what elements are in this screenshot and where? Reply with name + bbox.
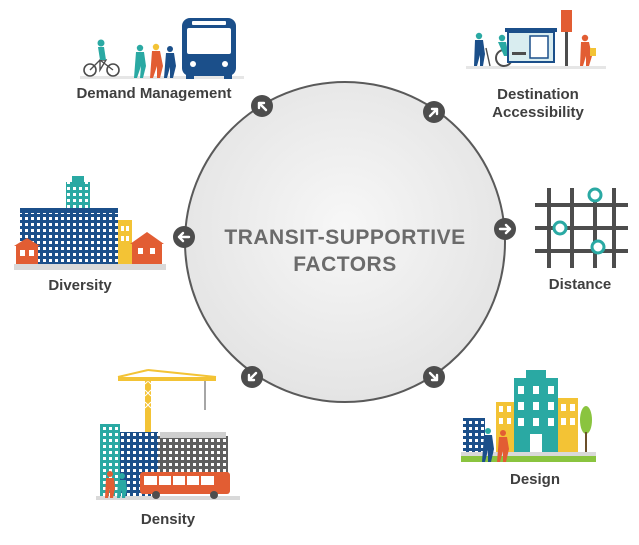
arrow-downleft-icon [241,366,263,388]
label-distance: Distance [530,276,630,294]
center-title-line1: TRANSIT-SUPPORTIVE [190,224,500,251]
wheelchair-bus-stop-icon [466,10,606,69]
label-destination-line1: Destination [470,86,606,104]
label-density: Density [118,511,218,529]
cyclist-pedestrians-bus-icon [80,18,244,79]
mixed-use-buildings-icon [14,176,166,270]
streetscape-buildings-icon [461,370,596,462]
label-demand-management: Demand Management [56,85,252,103]
arrow-downright-icon [423,366,445,388]
arrow-upright-icon [423,101,445,123]
arrow-upleft-icon [251,95,273,117]
label-destination-line2: Accessibility [470,104,606,122]
label-design: Design [490,471,580,489]
center-title: TRANSIT-SUPPORTIVE FACTORS [190,224,500,278]
construction-crane-city-icon [96,370,240,500]
label-destination-accessibility: Destination Accessibility [470,86,606,122]
label-diversity: Diversity [30,277,130,295]
street-grid-icon [537,190,626,266]
center-title-line2: FACTORS [190,251,500,278]
